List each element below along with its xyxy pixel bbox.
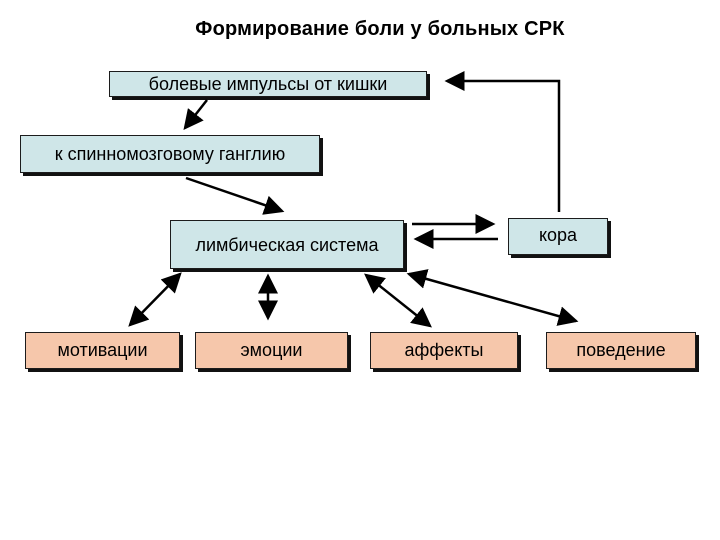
arrow-limbic-affects	[364, 273, 432, 328]
node-emotions: эмоции	[195, 332, 348, 369]
node-motivation-label: мотивации	[57, 340, 148, 360]
node-behavior-label: поведение	[576, 340, 666, 360]
node-spinal-ganglion: к спинномозговому ганглию	[20, 135, 320, 173]
node-emotions-label: эмоции	[240, 340, 303, 360]
arrow-limbic-behavior	[406, 269, 579, 326]
node-spinal-ganglion-label: к спинномозговому ганглию	[54, 143, 286, 164]
node-pain-impulses-label: болевые импульсы от кишки	[148, 73, 388, 94]
node-behavior: поведение	[546, 332, 696, 369]
node-cortex-label: кора	[538, 225, 578, 245]
node-limbic-system-label: лимбическая система	[195, 235, 379, 255]
node-motivation: мотивации	[25, 332, 180, 369]
node-cortex: кора	[508, 218, 608, 255]
node-affects-label: аффекты	[404, 340, 484, 360]
node-limbic-system: лимбическая система	[170, 220, 404, 269]
node-affects: аффекты	[370, 332, 518, 369]
arrow-impulses-to-ganglion	[183, 99, 208, 130]
arrow-cortex-to-impulses	[444, 71, 561, 212]
node-pain-impulses: болевые импульсы от кишки	[109, 71, 427, 97]
diagram-title: Формирование боли у больных СРК	[195, 18, 565, 40]
arrow-limbic-motivation	[128, 272, 182, 327]
arrow-ganglion-to-limbic	[185, 176, 285, 215]
